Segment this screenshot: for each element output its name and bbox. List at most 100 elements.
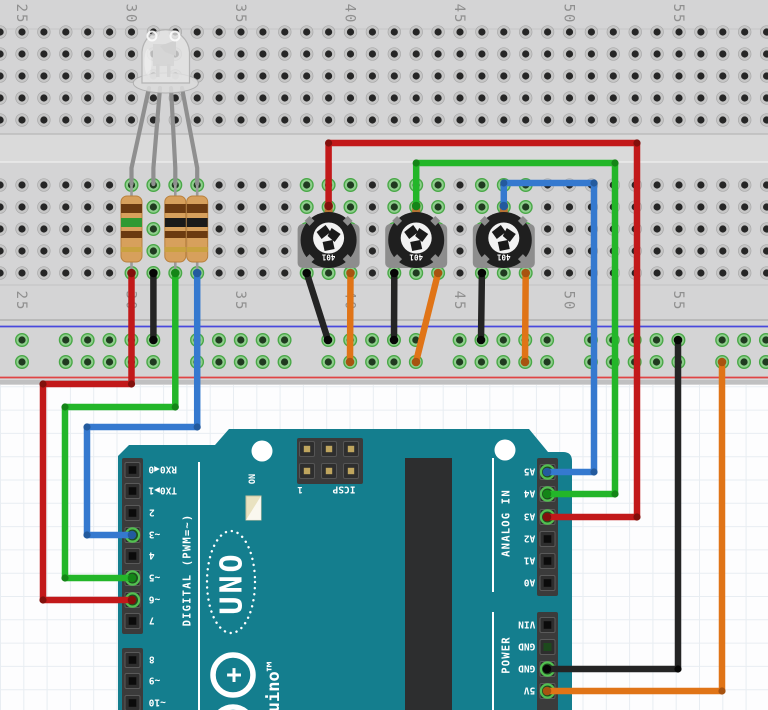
breadboard-hole[interactable] bbox=[649, 333, 664, 348]
breadboard-hole[interactable] bbox=[14, 333, 30, 348]
breadboard-hole[interactable] bbox=[81, 244, 95, 258]
breadboard-hole[interactable] bbox=[59, 25, 73, 39]
breadboard-hole[interactable] bbox=[562, 47, 577, 61]
breadboard-hole[interactable] bbox=[212, 91, 226, 105]
breadboard-hole[interactable] bbox=[321, 355, 336, 370]
wire-bendpoint[interactable] bbox=[500, 179, 508, 187]
breadboard-hole[interactable] bbox=[628, 69, 642, 83]
wire-bendpoint[interactable] bbox=[611, 159, 619, 167]
breadboard-hole[interactable] bbox=[0, 222, 7, 236]
breadboard-hole[interactable] bbox=[256, 69, 270, 83]
breadboard-hole[interactable] bbox=[365, 113, 380, 127]
breadboard-hole[interactable] bbox=[738, 47, 752, 61]
breadboard-hole[interactable] bbox=[81, 25, 95, 39]
wire-5v-rail-to-arduino-5v[interactable] bbox=[542, 357, 727, 696]
wire-bendpoint[interactable] bbox=[61, 403, 69, 411]
breadboard-hole[interactable] bbox=[758, 355, 768, 369]
breadboard-hole[interactable] bbox=[58, 355, 73, 370]
wire-endpoint[interactable] bbox=[127, 530, 137, 540]
breadboard-hole[interactable] bbox=[277, 355, 292, 370]
breadboard-hole[interactable] bbox=[124, 113, 139, 127]
wire-endpoint[interactable] bbox=[433, 268, 443, 278]
breadboard-hole[interactable] bbox=[15, 47, 29, 61]
breadboard-hole[interactable] bbox=[0, 266, 7, 280]
breadboard-hole[interactable] bbox=[738, 222, 752, 236]
breadboard-hole[interactable] bbox=[146, 221, 161, 236]
breadboard-hole[interactable] bbox=[387, 113, 401, 127]
arduino-uno-board[interactable]: RX0◀0TX0▶12~34~5~678~9~10A5A4A3A2A1A0VIN… bbox=[118, 429, 572, 710]
pin-digital-RX00[interactable] bbox=[124, 462, 141, 478]
pin-digital-10[interactable] bbox=[124, 695, 141, 710]
breadboard-hole[interactable] bbox=[343, 25, 358, 39]
breadboard-hole[interactable] bbox=[737, 355, 752, 370]
breadboard-hole[interactable] bbox=[584, 91, 599, 105]
breadboard-hole[interactable] bbox=[672, 91, 686, 105]
breadboard-hole[interactable] bbox=[365, 333, 380, 348]
breadboard-hole[interactable] bbox=[37, 69, 51, 83]
breadboard-hole[interactable] bbox=[0, 25, 7, 39]
breadboard-hole[interactable] bbox=[475, 113, 489, 127]
breadboard-hole[interactable] bbox=[81, 222, 95, 236]
breadboard-hole[interactable] bbox=[0, 47, 7, 61]
breadboard-hole[interactable] bbox=[234, 25, 248, 39]
breadboard-hole[interactable] bbox=[497, 47, 511, 61]
breadboard-hole[interactable] bbox=[738, 113, 752, 127]
breadboard-hole[interactable] bbox=[59, 91, 73, 105]
breadboard-hole[interactable] bbox=[716, 47, 730, 61]
wire-bendpoint[interactable] bbox=[61, 574, 69, 582]
breadboard-hole[interactable] bbox=[102, 25, 117, 39]
wire-endpoint[interactable] bbox=[171, 268, 180, 278]
breadboard-hole[interactable] bbox=[453, 47, 467, 61]
pin-digital-TX01[interactable] bbox=[124, 483, 141, 499]
breadboard-hole[interactable] bbox=[102, 178, 117, 192]
wire-endpoint[interactable] bbox=[192, 268, 202, 278]
breadboard-hole[interactable] bbox=[606, 91, 620, 105]
breadboard-hole[interactable] bbox=[321, 69, 336, 83]
wire-endpoint[interactable] bbox=[476, 335, 486, 345]
breadboard-hole[interactable] bbox=[759, 200, 768, 214]
wire-bendpoint[interactable] bbox=[171, 403, 179, 411]
breadboard-hole[interactable] bbox=[124, 47, 139, 61]
breadboard-hole[interactable] bbox=[277, 333, 292, 348]
breadboard-hole[interactable] bbox=[474, 355, 489, 370]
breadboard-hole[interactable] bbox=[233, 355, 248, 370]
breadboard-hole[interactable] bbox=[431, 47, 445, 61]
breadboard-hole[interactable] bbox=[343, 199, 358, 214]
breadboard-hole[interactable] bbox=[59, 266, 73, 280]
wire-bendpoint[interactable] bbox=[39, 596, 47, 604]
breadboard-hole[interactable] bbox=[519, 113, 533, 127]
wire-endpoint[interactable] bbox=[520, 357, 530, 367]
breadboard-hole[interactable] bbox=[716, 222, 730, 236]
wire-bendpoint[interactable] bbox=[39, 380, 47, 388]
wire-endpoint[interactable] bbox=[542, 467, 552, 477]
pin-digital-2[interactable] bbox=[124, 505, 141, 521]
breadboard-hole[interactable] bbox=[256, 91, 270, 105]
breadboard-hole[interactable] bbox=[37, 91, 51, 105]
breadboard-hole[interactable] bbox=[759, 266, 768, 280]
breadboard-hole[interactable] bbox=[365, 47, 380, 61]
breadboard-hole[interactable] bbox=[738, 178, 752, 192]
breadboard-hole[interactable] bbox=[124, 25, 139, 39]
wire-pot2-5v[interactable] bbox=[411, 268, 443, 367]
wire-endpoint[interactable] bbox=[411, 201, 421, 211]
breadboard-hole[interactable] bbox=[431, 113, 445, 127]
breadboard-hole[interactable] bbox=[386, 355, 401, 370]
wire-pot3-5v[interactable] bbox=[520, 268, 530, 367]
breadboard-hole[interactable] bbox=[497, 69, 511, 83]
breadboard-hole[interactable] bbox=[81, 178, 95, 192]
breadboard-hole[interactable] bbox=[672, 113, 686, 127]
wire-endpoint[interactable] bbox=[127, 268, 136, 278]
breadboard-hole[interactable] bbox=[146, 355, 161, 370]
breadboard-hole[interactable] bbox=[102, 91, 117, 105]
breadboard-hole[interactable] bbox=[562, 222, 577, 236]
breadboard-hole[interactable] bbox=[650, 25, 664, 39]
breadboard-hole[interactable] bbox=[15, 178, 29, 192]
breadboard-hole[interactable] bbox=[343, 47, 358, 61]
wire-pot3-wiper-to-a5[interactable] bbox=[499, 179, 598, 477]
breadboard-hole[interactable] bbox=[453, 113, 467, 127]
breadboard-hole[interactable] bbox=[102, 333, 117, 348]
breadboard-hole[interactable] bbox=[716, 178, 730, 192]
breadboard-hole[interactable] bbox=[650, 47, 664, 61]
breadboard-hole[interactable] bbox=[102, 47, 117, 61]
breadboard-hole[interactable] bbox=[431, 25, 445, 39]
